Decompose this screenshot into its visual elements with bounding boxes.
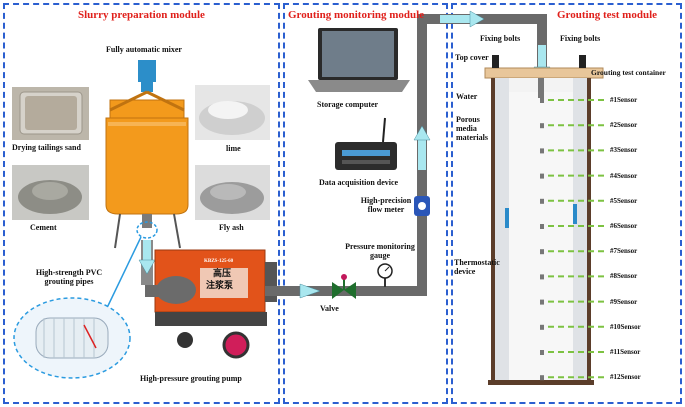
mixer-label: Fully automatic mixer xyxy=(106,45,182,54)
top-cover-label: Top cover xyxy=(455,53,489,62)
sensor-probe-10 xyxy=(540,324,544,330)
water-label: Water xyxy=(456,92,478,101)
daq-label: Data acquisition device xyxy=(319,178,399,187)
test-container xyxy=(484,55,604,385)
monitoring-module-title: Grouting monitoring module xyxy=(288,9,425,21)
sensor-label-5: #5Sensor xyxy=(610,196,638,205)
sensor-label-1: #1Sensor xyxy=(610,96,638,104)
fixing-bolts-right-label: Fixing bolts xyxy=(560,34,601,43)
flowmeter-label: High-precision flow meter xyxy=(360,196,412,214)
test-module-panel xyxy=(451,3,682,404)
daq-device xyxy=(335,117,397,170)
storage-computer xyxy=(308,28,410,92)
storage-computer-label: Storage computer xyxy=(317,100,379,109)
valve xyxy=(332,274,356,299)
mixer xyxy=(105,60,189,249)
container-label: Grouting test container xyxy=(591,68,666,77)
sensor-probe-9 xyxy=(540,299,544,305)
grouting-pump xyxy=(154,249,277,359)
test-module-title: Grouting test module xyxy=(557,9,658,21)
pvc-pipe-photo xyxy=(13,297,131,379)
pump-sign-1: 高压 xyxy=(213,269,232,279)
sensor-label-9: #9Sensor xyxy=(610,297,638,306)
sensor-probe-12 xyxy=(540,375,544,381)
sensor-probe-3 xyxy=(540,148,544,154)
porous-label: Porous media materials xyxy=(456,115,488,142)
sensor-label-4: #4Sensor xyxy=(610,171,638,180)
sensor-probe-11 xyxy=(540,350,544,355)
drying-tailings-label: Drying tailings sand xyxy=(12,143,81,152)
flow-meter xyxy=(414,196,430,216)
sensor-probe-5 xyxy=(540,198,544,204)
lime-photo xyxy=(195,85,270,140)
gauge-label: Pressure monitoring gauge xyxy=(345,242,415,260)
sensor-label-2: #2Sensor xyxy=(610,121,638,130)
slurry-module-panel xyxy=(3,3,280,404)
pressure-gauge xyxy=(377,263,393,287)
sensor-label-11: #11Sensor xyxy=(610,348,641,356)
cement-photo xyxy=(12,165,89,220)
thermostatic-label: Thermostatic device xyxy=(454,258,500,276)
fixing-bolts-left-label: Fixing bolts xyxy=(480,34,521,43)
sensor-probe-1 xyxy=(540,98,544,103)
flyash-label: Fly ash xyxy=(219,223,244,232)
drying-tailings-photo xyxy=(12,87,89,140)
monitoring-module-panel xyxy=(283,3,448,404)
sensor-probe-2 xyxy=(540,123,544,129)
sensor-label-6: #6Sensor xyxy=(610,222,638,230)
sensor-label-7: #7Sensor xyxy=(610,247,638,256)
sensor-lines xyxy=(540,98,604,381)
valve-label: Valve xyxy=(320,304,339,313)
lime-label: lime xyxy=(226,144,241,153)
cement-label: Cement xyxy=(30,223,57,232)
sensor-label-12: #12Sensor xyxy=(610,373,641,382)
sensor-label-10: #10Sensor xyxy=(610,322,641,331)
sensor-label-8: #8Sensor xyxy=(610,272,638,281)
sensor-probe-8 xyxy=(540,274,544,280)
flyash-photo xyxy=(195,165,270,220)
pump-label: High-pressure grouting pump xyxy=(140,374,242,383)
sensor-label-3: #3Sensor xyxy=(610,146,638,155)
pump-sign-2: 注浆泵 xyxy=(206,281,234,291)
sensor-probe-6 xyxy=(540,224,544,229)
pvc-label: High-strength PVC grouting pipes xyxy=(35,268,103,286)
sensor-probe-4 xyxy=(540,173,544,179)
pump-model: KBZS-125-60 xyxy=(204,259,234,264)
sensor-probe-7 xyxy=(540,249,544,255)
slurry-module-title: Slurry preparation module xyxy=(78,9,205,21)
